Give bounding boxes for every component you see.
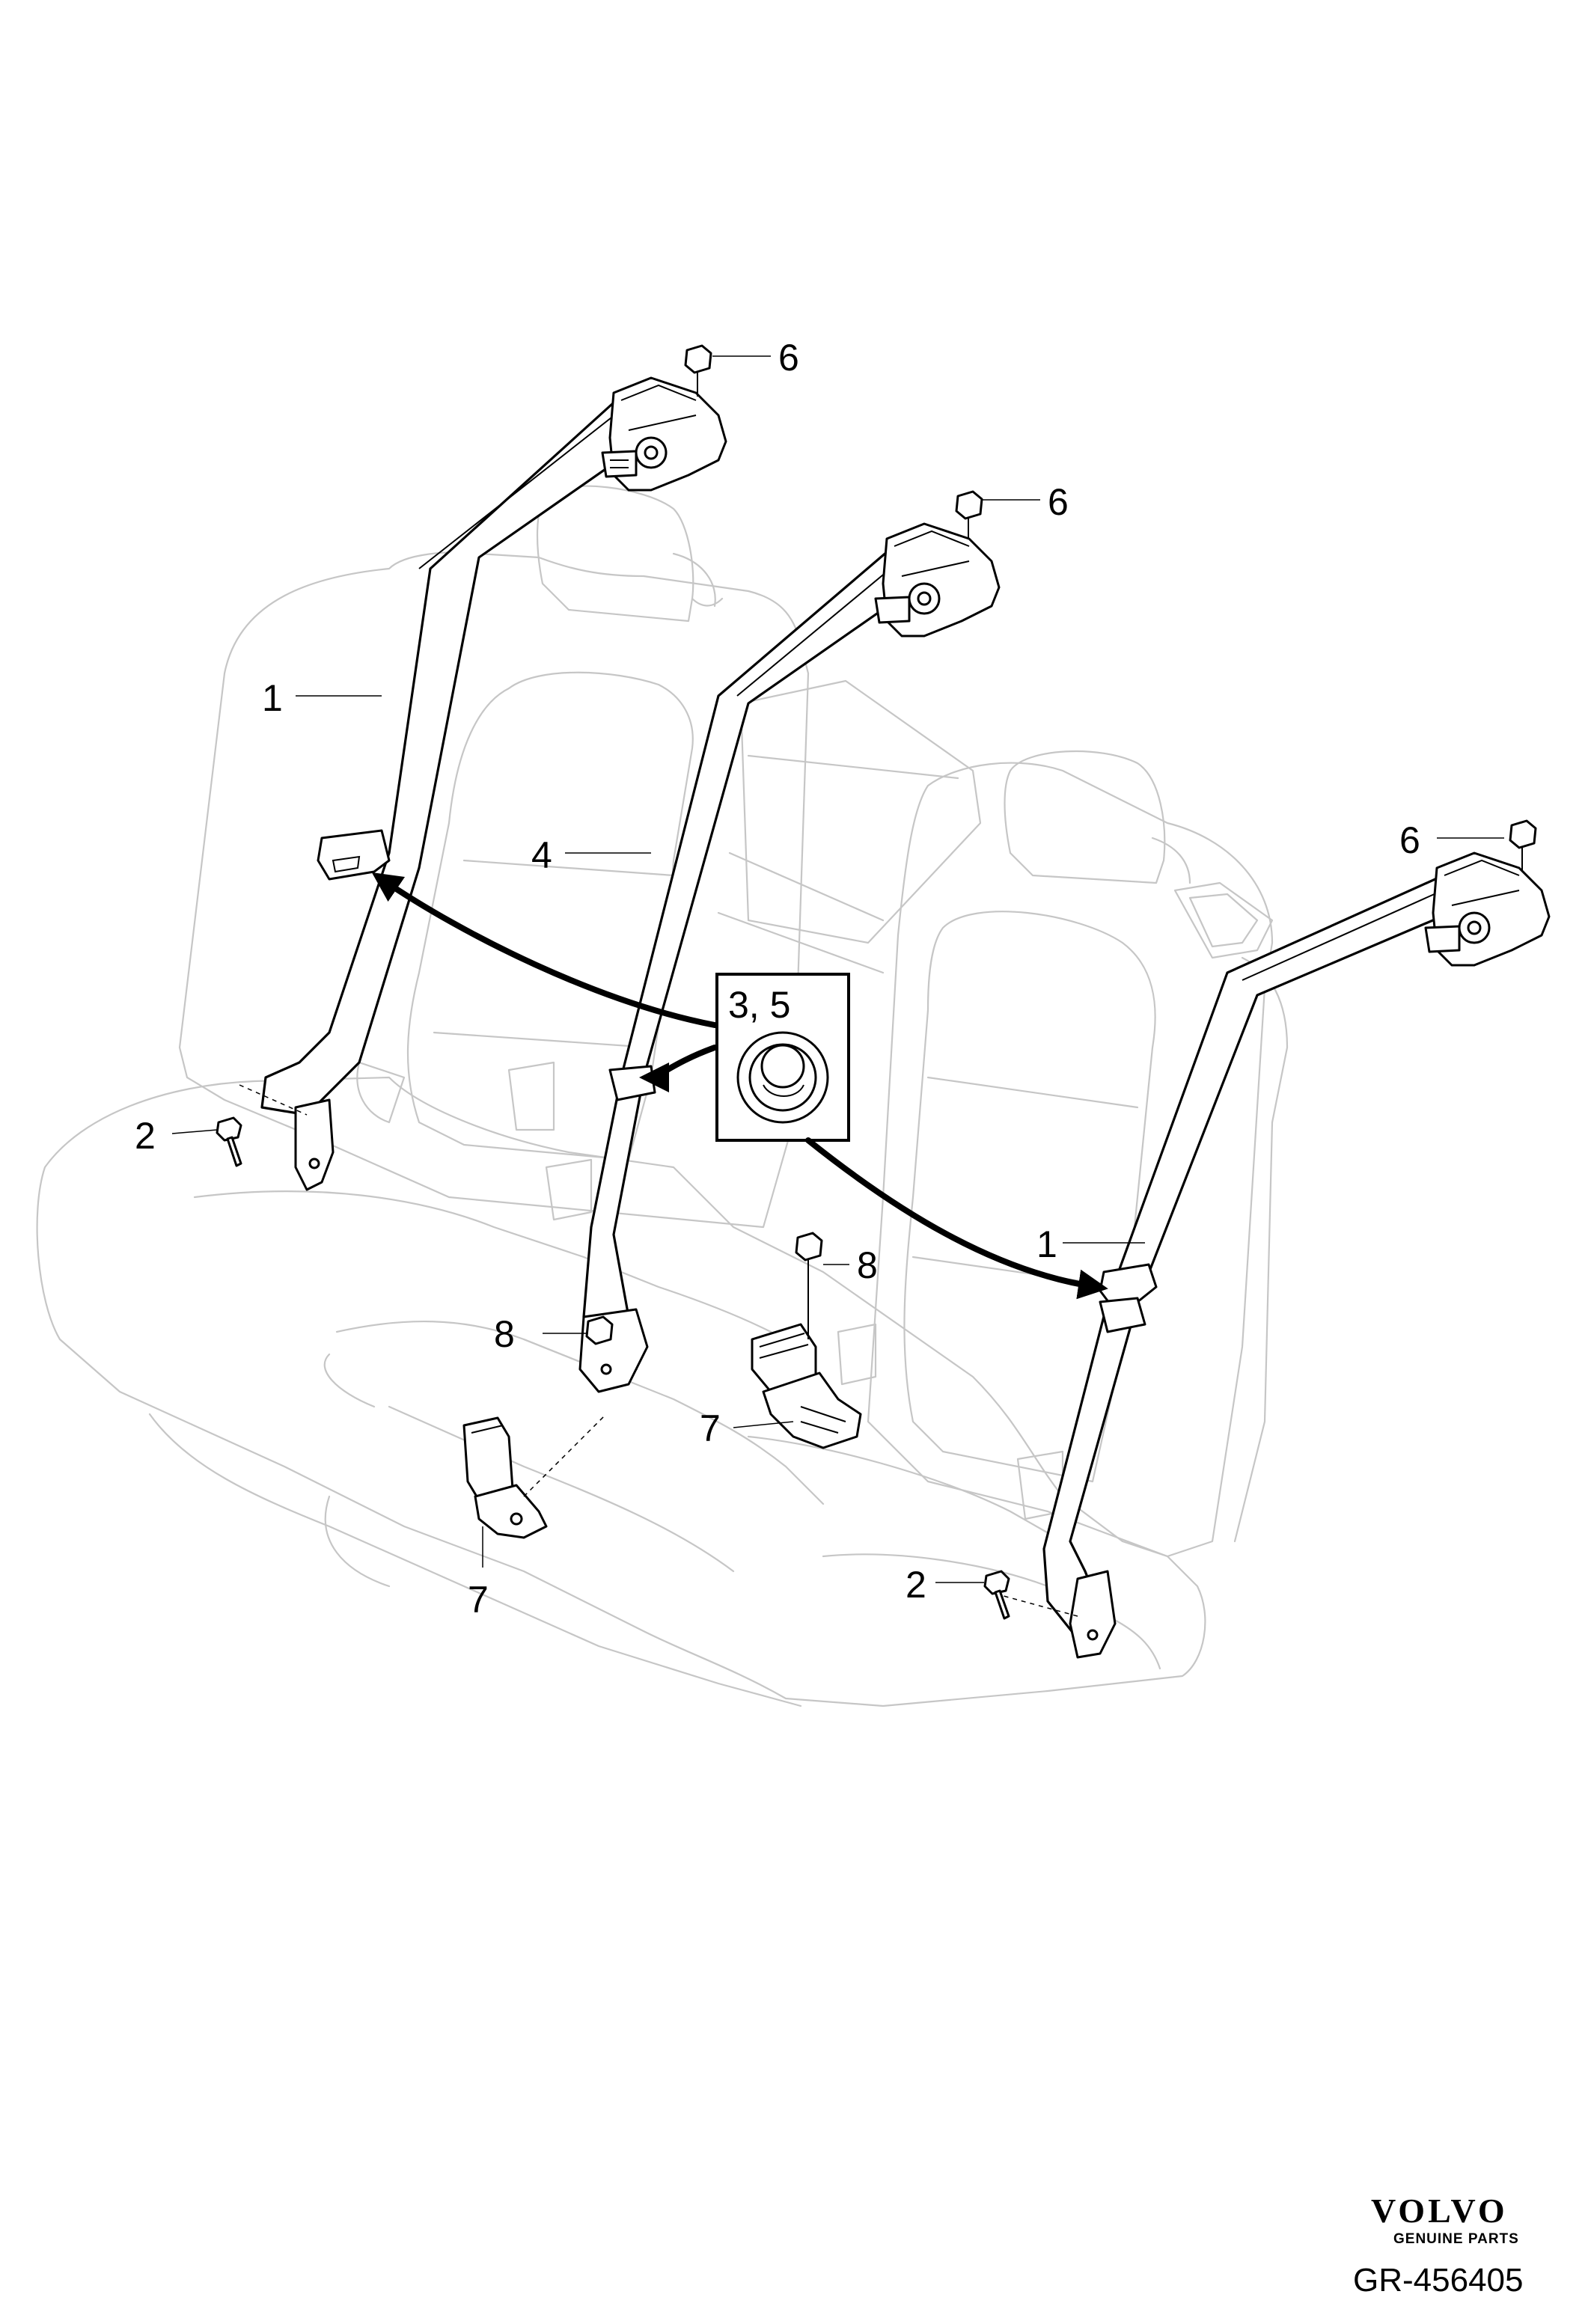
callout-bolt-right: 2 <box>906 1564 926 1606</box>
inset-detail <box>715 973 850 1142</box>
belt-guide-left <box>317 829 391 881</box>
leader-lines <box>171 355 1504 1583</box>
bolt-icon <box>216 1116 1010 1620</box>
callout-nut-left: 6 <box>778 337 799 379</box>
callout-nut-buckle-lower: 8 <box>494 1313 515 1355</box>
buckle-center <box>751 1323 862 1449</box>
retractor-center <box>874 522 1001 637</box>
callout-belt-left: 1 <box>262 677 283 719</box>
brand-tagline: GENUINE PARTS <box>1393 2231 1519 2247</box>
seat-belt-right <box>995 870 1487 1659</box>
reference-arrows <box>371 872 1108 1300</box>
brand-logo: VOLVO GENUINE PARTS <box>1371 2192 1519 2247</box>
callout-inset: 3, 5 <box>728 984 790 1026</box>
callout-buckle-left: 7 <box>468 1579 489 1621</box>
callout-nut-buckle-upper: 8 <box>857 1244 878 1286</box>
retractor-left <box>601 376 727 492</box>
belt-guide-center <box>608 1065 656 1101</box>
callout-nut-center: 6 <box>1048 481 1069 523</box>
brand-name: VOLVO <box>1371 2192 1508 2230</box>
anchor-bracket-right <box>1069 1570 1117 1659</box>
figure-code: GR-456405 <box>1353 2262 1523 2299</box>
rear-seat-outline <box>36 485 1289 1707</box>
callout-bolt-left: 2 <box>135 1115 156 1157</box>
buckle-left <box>462 1413 607 1539</box>
callout-nut-right: 6 <box>1399 819 1420 861</box>
nut-icon <box>684 344 1537 872</box>
callout-backrest: 4 <box>531 834 552 876</box>
callout-belt-right: 1 <box>1036 1223 1057 1265</box>
anchor-bracket-left <box>294 1098 335 1191</box>
retractor-right <box>1424 851 1551 967</box>
seat-belt-center <box>578 541 948 1393</box>
callout-buckle-center: 7 <box>700 1407 721 1449</box>
nut-icon <box>585 1232 823 1345</box>
